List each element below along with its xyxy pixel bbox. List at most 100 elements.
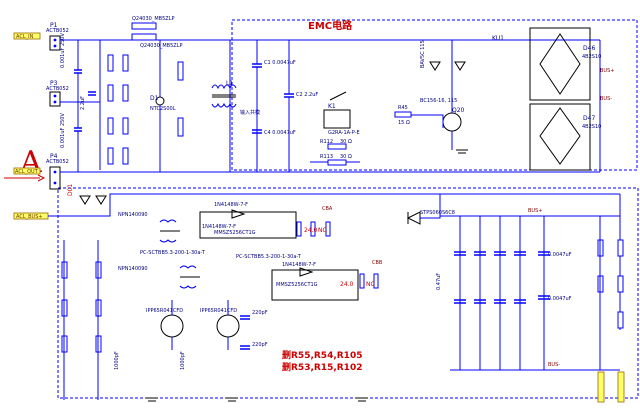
gate-resistors-1: 24.0 NC CBA (296, 206, 333, 237)
part-pc1: PC-SCTBB5.3-200-1-30a-T (140, 250, 206, 256)
svg-text:C4 0.0047uF: C4 0.0047uF (264, 130, 296, 136)
svg-text:0.0047uF: 0.0047uF (548, 296, 572, 302)
svg-text:ACL_OUT: ACL_OUT (15, 169, 39, 175)
part-q20: R45 15 Ω BC156-16, 115 Q20 (394, 40, 465, 150)
snubber-caps: 220pF 220pF 1000pF 1000pF (114, 310, 268, 370)
svg-text:D46: D46 (583, 45, 595, 52)
svg-text:ACTB052: ACTB052 (46, 159, 69, 165)
svg-text:BAV5C 115: BAV5C 115 (420, 40, 426, 68)
svg-text:L1: L1 (226, 80, 233, 87)
part-q24030: Q24030_MB5ZLP Q24030_MB5ZLP (131, 16, 183, 49)
svg-text:ACL_BUS+: ACL_BUS+ (16, 214, 43, 220)
net-bus-minus-top: BUS- (600, 96, 612, 102)
svg-text:输入共模: 输入共模 (240, 109, 260, 116)
svg-text:IPP65R041CFD: IPP65R041CFD (146, 308, 183, 314)
svg-text:P4: P4 (50, 153, 58, 160)
svg-text:4B2S10: 4B2S10 (582, 124, 601, 130)
svg-text:STPS060S6C8: STPS060S6C8 (420, 210, 455, 216)
svg-text:Q20: Q20 (452, 107, 465, 114)
mosfet-q1: IPP65R041CFD (146, 300, 184, 350)
svg-text:G2RA-1A-P-E: G2RA-1A-P-E (328, 130, 360, 136)
svg-text:D01: D01 (67, 184, 74, 196)
port-p1: ACL_IN P1 ACTB052 (13, 22, 69, 51)
resistor-ladder: 2.2uF (80, 54, 129, 165)
svg-text:MMSZ5256CT1G: MMSZ5256CT1G (276, 282, 318, 288)
svg-text:ACTB052: ACTB052 (46, 28, 69, 34)
output-resistors (597, 216, 624, 370)
svg-text:NC: NC (366, 281, 375, 288)
svg-text:0.001uF 250V: 0.001uF 250V (60, 33, 66, 68)
bridge-d46: D46 4B2S10 (529, 27, 601, 101)
svg-text:C2 2.2uF: C2 2.2uF (296, 92, 318, 98)
svg-text:D47: D47 (583, 115, 595, 122)
svg-text:NTC2S00L: NTC2S00L (150, 106, 176, 112)
part-l1: L1 输入共模 (211, 80, 260, 116)
svg-text:Q24030_MB5ZLP: Q24030_MB5ZLP (140, 43, 183, 49)
port-p4: ACL_OUT P4 ACTB052 (13, 153, 69, 190)
diode-group-2: 1N4148W-7-F MMSZ5256CT1G (271, 262, 359, 301)
port-p3: P3 ACTB052 (46, 80, 69, 107)
svg-text:CBB: CBB (372, 260, 383, 266)
port-acl-bus: ACL_BUS+ (13, 212, 49, 220)
bridge-d47: D47 4B2S10 (529, 103, 601, 171)
svg-text:0.0047uF: 0.0047uF (548, 252, 572, 258)
part-t2: NPN140090 (118, 265, 200, 289)
svg-text:1000pF: 1000pF (114, 351, 120, 370)
svg-text:R45: R45 (398, 105, 408, 111)
svg-text:C1 0.0047uF: C1 0.0047uF (264, 60, 296, 66)
x-capacitors: C1 0.0047uF C2 2.2uF C4 0.0047uF (252, 40, 318, 172)
note-1: 删R55,R54,R105 (282, 350, 362, 361)
svg-text:BC156-16, 115: BC156-16, 115 (420, 98, 457, 104)
svg-text:K1: K1 (328, 103, 336, 110)
svg-text:NPN140090: NPN140090 (118, 266, 148, 272)
svg-text:220pF: 220pF (252, 310, 268, 316)
sense-resistors (61, 240, 102, 400)
svg-text:NPN140090: NPN140090 (118, 212, 148, 218)
svg-text:220pF: 220pF (252, 342, 268, 348)
svg-text:R112: R112 (320, 139, 333, 145)
note-2: 删R53,R15,R102 (282, 362, 362, 373)
svg-text:30 Ω: 30 Ω (340, 139, 352, 145)
svg-text:ACL_IN: ACL_IN (16, 34, 34, 40)
svg-text:15 Ω: 15 Ω (398, 120, 410, 126)
svg-text:Q24030_MB5ZLP: Q24030_MB5ZLP (132, 16, 175, 22)
input-diodes: D01 (67, 184, 107, 205)
svg-text:P3: P3 (50, 80, 58, 87)
diode-group-1: 1N4148W-7-F 1N4148W-7-F MMSZ5256CT1G (199, 202, 297, 239)
net-bus-minus: BUS- (548, 362, 560, 368)
svg-text:NC: NC (318, 227, 327, 234)
svg-text:IPP65R041CFD: IPP65R041CFD (200, 308, 237, 314)
svg-text:1N4148W-7-F: 1N4148W-7-F (282, 262, 316, 268)
svg-text:1N4148W-7-F: 1N4148W-7-F (214, 202, 248, 208)
svg-text:24.0: 24.0 (340, 281, 354, 288)
net-bus-plus-top: BUS+ (600, 68, 614, 74)
svg-text:0.47uF: 0.47uF (436, 273, 442, 290)
y-capacitors: 0.001uF 250V 0.001uF 250V (60, 33, 82, 172)
svg-text:KU1: KU1 (492, 35, 504, 42)
svg-text:0.001uF 250V: 0.001uF 250V (60, 113, 66, 148)
part-bav: BAV5C 115 KU1 (420, 35, 504, 71)
annotation-stroke (4, 174, 46, 182)
part-pc2: PC-SCTBB5.3-200-1-30a-T (236, 254, 302, 260)
svg-text:1000pF: 1000pF (180, 351, 186, 370)
gate-resistors-2: 24.0 NC CBB (340, 260, 383, 289)
svg-text:4B2S10: 4B2S10 (582, 54, 601, 60)
emc-block-frame (231, 19, 638, 171)
mosfet-q2: IPP65R041CFD (200, 300, 240, 350)
ground-symbols (146, 149, 468, 402)
svg-text:D1: D1 (150, 95, 159, 102)
svg-text:2.2uF: 2.2uF (80, 96, 86, 110)
svg-text:30 Ω: 30 Ω (340, 154, 352, 160)
svg-text:R113: R113 (320, 154, 333, 160)
emc-title: EMC电路 (308, 19, 353, 32)
svg-text:P1: P1 (50, 22, 58, 29)
svg-text:1N4148W-7-F: 1N4148W-7-F (202, 224, 236, 230)
part-r112-r113: R112 30 Ω R113 30 Ω (310, 139, 360, 166)
bus-rail-top (48, 193, 621, 330)
svg-text:CBA: CBA (322, 206, 333, 212)
lower-block-frame (57, 187, 639, 399)
net-bus-plus: BUS+ (528, 208, 542, 214)
svg-text:24.0: 24.0 (304, 227, 318, 234)
svg-text:ACTB052: ACTB052 (46, 86, 69, 92)
wire-top-r (229, 39, 601, 173)
